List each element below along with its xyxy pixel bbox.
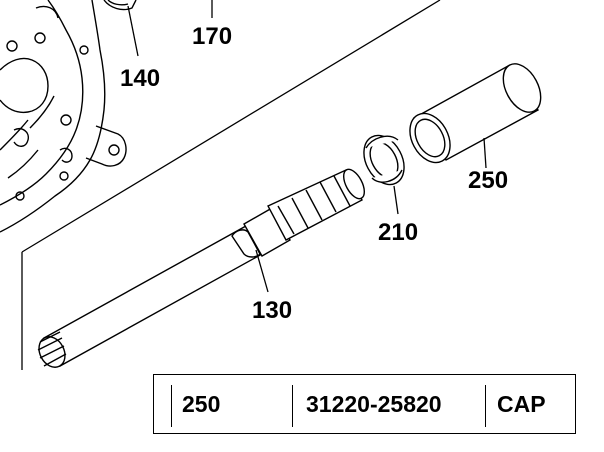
table-divider xyxy=(292,385,293,427)
table-divider xyxy=(485,385,486,427)
callout-210: 210 xyxy=(378,219,418,246)
callout-170: 170 xyxy=(192,23,232,50)
part-ref-cell: 250 xyxy=(182,391,221,417)
callout-250: 250 xyxy=(468,167,508,194)
cap-250-drawing xyxy=(409,63,542,164)
transmission-housing xyxy=(0,0,137,233)
ring-210-drawing xyxy=(363,134,405,186)
part-number-cell: 31220-25820 xyxy=(306,391,442,417)
callout-leaders-lower xyxy=(255,137,487,293)
parts-table: 250 31220-25820 CAP xyxy=(153,374,576,434)
shaft-130-drawing xyxy=(37,168,366,368)
group-boundary-lines xyxy=(21,0,441,370)
callout-140: 140 xyxy=(120,65,160,92)
callout-leaders-upper xyxy=(127,0,213,57)
table-divider xyxy=(171,385,172,427)
part-description-cell: CAP xyxy=(497,391,546,417)
callout-130: 130 xyxy=(252,297,292,324)
